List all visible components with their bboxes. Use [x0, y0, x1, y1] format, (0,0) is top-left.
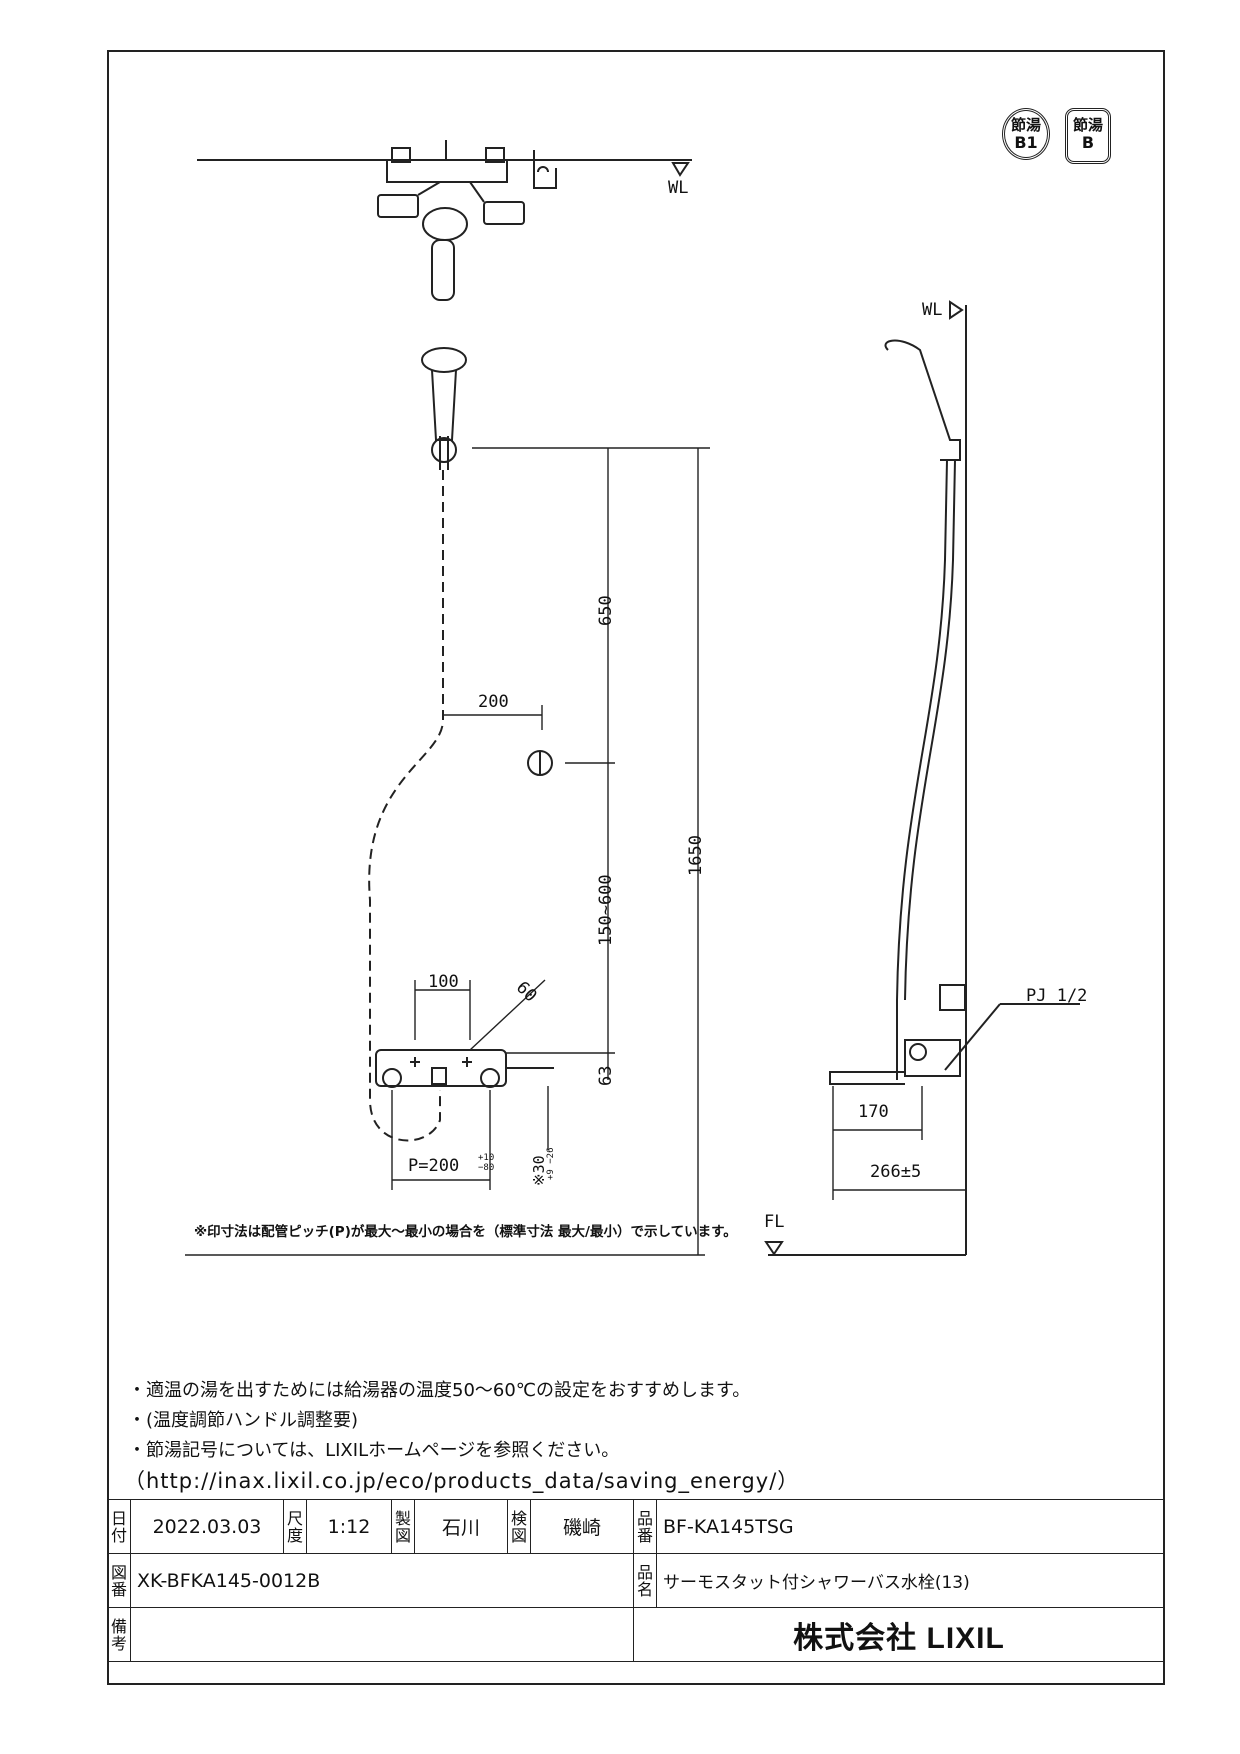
drawn-label: 製図 — [391, 1499, 415, 1554]
dim-650: 650 — [596, 595, 616, 626]
name-label: 品名 — [633, 1553, 657, 1608]
wl-label-side: WL — [922, 300, 943, 320]
dim-266: 266±5 — [870, 1162, 922, 1182]
water-saving-badge-b1: 節湯 B1 — [1002, 108, 1050, 160]
dim-1650: 1650 — [686, 835, 706, 876]
date-value: 2022.03.03 — [130, 1499, 284, 1554]
badge-b1-kanji: 節湯 — [1010, 116, 1041, 134]
dim-pitch: P=200 — [408, 1156, 460, 1176]
front-shower-head — [421, 347, 467, 470]
drawing-frame — [107, 50, 1165, 1685]
front-faucet-body — [375, 1049, 554, 1088]
note-2: ・(温度調節ハンドル調整要) — [128, 1410, 359, 1431]
dim-100: 100 — [428, 972, 459, 992]
dim-pitch-tolerance: +10 −80 — [478, 1153, 495, 1173]
part-label: 品番 — [633, 1499, 657, 1554]
date-label: 日付 — [107, 1499, 131, 1554]
dim-63: 63 — [596, 1065, 616, 1086]
wl-label-top: WL — [668, 178, 689, 198]
badge-b-kanji: 節湯 — [1072, 116, 1103, 134]
scale-value: 1:12 — [306, 1499, 392, 1554]
dim-170: 170 — [858, 1102, 889, 1122]
checked-label: 検図 — [507, 1499, 531, 1554]
remarks-value — [130, 1607, 634, 1662]
drawn-value: 石川 — [414, 1499, 508, 1554]
company-name: 株式会社 LIXIL — [633, 1607, 1165, 1662]
checked-value: 磯崎 — [530, 1499, 634, 1554]
remarks-label: 備考 — [107, 1607, 131, 1662]
top-view-faucet — [377, 140, 557, 301]
name-value: サーモスタット付シャワーバス水栓(13) — [656, 1553, 1165, 1608]
dim-150-600: 150~600 — [596, 874, 616, 946]
dim-30-tolerance: +9 −26 — [546, 1147, 556, 1180]
notes-block: ・適温の湯を出すためには給湯器の温度50～60℃の設定をおすすめします。 ・(温… — [124, 1376, 1148, 1496]
part-value: BF-KA145TSG — [656, 1499, 1165, 1554]
dwgno-label: 図番 — [107, 1553, 131, 1608]
side-view — [764, 300, 1080, 1256]
dwgno-value: XK-BFKA145-0012B — [130, 1553, 634, 1608]
reference-url: （http://inax.lixil.co.jp/eco/products_da… — [124, 1469, 800, 1493]
badge-b-code: B — [1081, 133, 1095, 152]
dim-200: 200 — [478, 692, 509, 712]
fl-label: FL — [764, 1212, 785, 1232]
scale-label: 尺度 — [283, 1499, 307, 1554]
note-3: ・節湯記号については、LIXILホームページを参照ください。 — [128, 1440, 620, 1461]
title-block: 日付 2022.03.03 尺度 1:12 製図 石川 検図 磯崎 品番 BF-… — [107, 1499, 1165, 1662]
badge-b1-code: B1 — [1014, 133, 1038, 152]
note-1: ・適温の湯を出すためには給湯器の温度50～60℃の設定をおすすめします。 — [128, 1380, 751, 1401]
water-saving-badge-b: 節湯 B — [1065, 108, 1111, 164]
asterisk-dimension-note: ※印寸法は配管ピッチ(P)が最大～最小の場合を（標準寸法 最大/最小）で示してい… — [194, 1224, 737, 1240]
pj-label: PJ 1/2 — [1026, 986, 1088, 1006]
hose-centerline — [368, 470, 444, 1142]
